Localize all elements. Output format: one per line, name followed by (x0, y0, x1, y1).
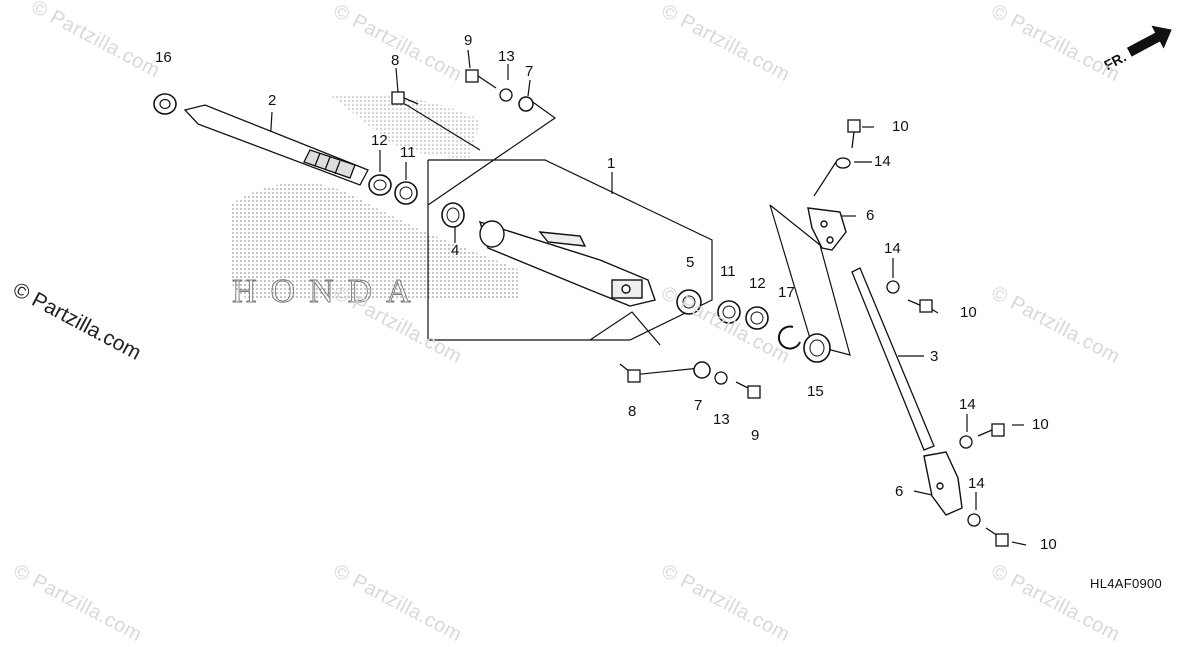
shaft-part-2 (183, 104, 369, 186)
callout-13: 13 (498, 48, 515, 65)
callout-5: 5 (686, 254, 695, 271)
joint-part-6b (923, 451, 963, 516)
callout-4: 4 (451, 242, 460, 259)
front-direction-arrow: FR. (1101, 25, 1172, 72)
callout-2: 2 (268, 92, 277, 109)
callout-1: 1 (607, 155, 616, 172)
callout-12: 12 (371, 132, 388, 149)
collar-part-7a (518, 96, 534, 112)
bearing-part-11a (394, 181, 418, 205)
bolt-part-8b (619, 363, 641, 383)
callout-11: 11 (400, 144, 416, 161)
bolt-part-10b (907, 299, 933, 313)
callout-11b: 11 (720, 263, 736, 280)
washer-part-14c (959, 435, 973, 449)
callout-14b: 14 (884, 240, 901, 257)
washer-part-13b (714, 371, 728, 385)
callout-8: 8 (391, 52, 400, 69)
housing-part-1 (478, 220, 656, 307)
honda-wing-logo (230, 94, 520, 300)
washer-part-16 (153, 93, 177, 115)
callout-15: 15 (807, 383, 824, 400)
callout-10b: 10 (960, 304, 977, 321)
callout-10c: 10 (1032, 416, 1049, 433)
seal-part-12a (368, 174, 392, 196)
circlip-part-17 (777, 325, 801, 350)
shaft-part-3 (851, 267, 935, 451)
washer-part-14d (967, 513, 981, 527)
callout-16: 16 (155, 49, 172, 66)
callout-7: 7 (525, 63, 534, 80)
bolt-part-10a (847, 119, 861, 149)
callout-9: 9 (464, 32, 473, 49)
diagram-code: HL4AF0900 (1090, 576, 1163, 591)
bushing-part-5 (676, 289, 702, 315)
callout-14a: 14 (874, 153, 891, 170)
callout-10d: 10 (1040, 536, 1057, 553)
callout-17: 17 (778, 284, 795, 301)
callout-13b: 13 (713, 411, 730, 428)
callout-8b: 8 (628, 403, 637, 420)
callout-12b: 12 (749, 275, 766, 292)
seal-part-12b (745, 306, 769, 330)
bolt-part-9b (735, 381, 761, 399)
bolt-part-10c (977, 423, 1005, 437)
washer-part-14b (886, 280, 900, 294)
parts-diagram: HONDA (153, 49, 1027, 547)
callout-9b: 9 (751, 427, 760, 444)
bolt-part-10d (985, 527, 1009, 547)
bolt-part-8a (391, 91, 419, 105)
dust-seal-part-15 (803, 333, 831, 363)
washer-part-14a (835, 157, 851, 169)
leader-lines (269, 49, 1027, 546)
collar-part-7b (693, 361, 711, 379)
washer-part-13a (499, 88, 513, 102)
callout-6b: 6 (895, 483, 904, 500)
callout-3: 3 (930, 348, 939, 365)
joint-part-6a (807, 207, 847, 251)
front-label: FR. (1101, 49, 1128, 72)
bushing-part-4 (441, 202, 465, 228)
callout-7b: 7 (694, 397, 703, 414)
bolt-part-9a (465, 69, 497, 89)
honda-wordmark: HONDA (232, 273, 425, 310)
callout-14c: 14 (959, 396, 976, 413)
callout-10a: 10 (892, 118, 909, 135)
callout-6a: 6 (866, 207, 875, 224)
bearing-part-11b (717, 300, 741, 324)
callout-14d: 14 (968, 475, 985, 492)
